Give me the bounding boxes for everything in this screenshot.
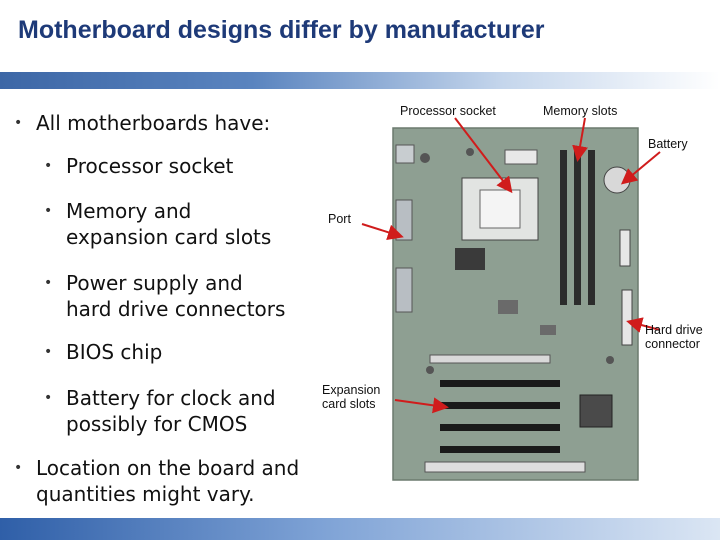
bullet-power-hdd: • Power supply and hard drive connectors — [44, 270, 286, 322]
label-port: Port — [328, 212, 351, 226]
arrow-port — [361, 223, 404, 241]
bullet-processor-socket: • Processor socket — [44, 153, 234, 179]
bullet-dot: • — [44, 275, 53, 291]
bullet-text-line1: Battery for clock and — [66, 386, 276, 410]
bullet-text: BIOS chip — [66, 340, 163, 364]
label-battery: Battery — [648, 137, 688, 151]
bullet-text-line1: Location on the board and — [36, 456, 300, 480]
bullet-location: • Location on the board and quantities m… — [14, 455, 300, 507]
arrow-hard-drive-connector — [626, 317, 661, 333]
bullet-text-line2: quantities might vary. — [36, 482, 255, 506]
bullet-bios-chip: • BIOS chip — [44, 339, 163, 365]
bullet-text-line2: possibly for CMOS — [66, 412, 248, 436]
label-processor-socket: Processor socket — [400, 104, 496, 118]
footer-band — [0, 518, 720, 540]
bullet-memory-expansion: • Memory and expansion card slots — [44, 198, 272, 250]
arrow-processor-socket — [454, 117, 513, 194]
bullet-dot: • — [44, 390, 53, 406]
label-expansion-line1: Expansion — [322, 383, 381, 397]
bullet-dot: • — [44, 203, 53, 219]
title-underline-band — [0, 72, 720, 89]
bullet-text: All motherboards have: — [36, 111, 271, 135]
label-expansion-card-slots: Expansion card slots — [322, 383, 380, 411]
bullet-dot: • — [44, 344, 53, 360]
arrow-battery — [620, 151, 661, 185]
bullet-battery: • Battery for clock and possibly for CMO… — [44, 385, 276, 437]
bullet-text-line1: Memory and — [66, 199, 192, 223]
bullet-dot: • — [44, 158, 53, 174]
arrow-memory-slots — [572, 117, 588, 162]
slide-title: Motherboard designs differ by manufactur… — [18, 16, 545, 44]
bullet-text-line2: hard drive connectors — [66, 297, 286, 321]
bullet-text-line2: expansion card slots — [66, 225, 272, 249]
bullet-dot: • — [14, 460, 23, 476]
bullet-dot: • — [14, 115, 23, 131]
bullet-text-line1: Power supply and — [66, 271, 243, 295]
label-expansion-line2: card slots — [322, 397, 376, 411]
bullet-text: Processor socket — [66, 154, 234, 178]
label-hard-drive-line1: Hard drive — [645, 323, 703, 337]
label-hard-drive-connector: Hard drive connector — [645, 323, 703, 351]
label-memory-slots: Memory slots — [543, 104, 618, 118]
motherboard-photo — [392, 127, 639, 481]
bullet-all-motherboards: • All motherboards have: — [14, 110, 271, 136]
label-hard-drive-line2: connector — [645, 337, 700, 351]
arrow-expansion-slots — [394, 397, 449, 414]
